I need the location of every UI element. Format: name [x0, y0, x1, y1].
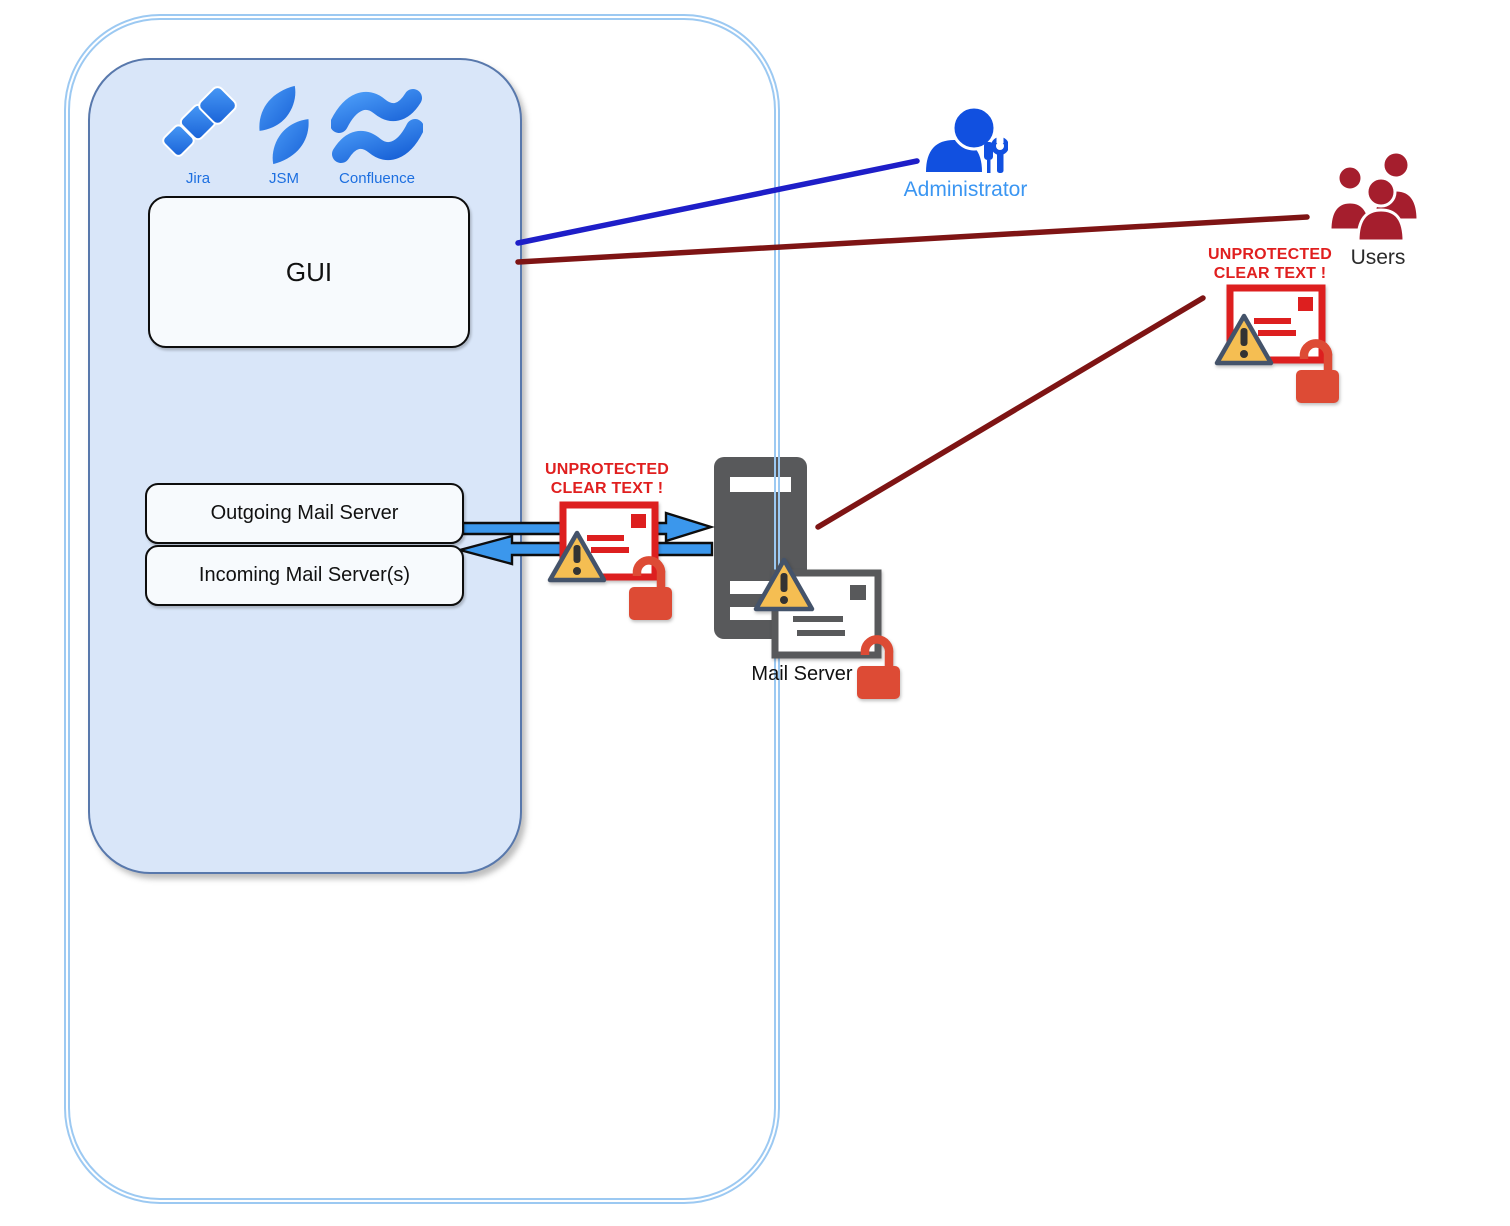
- warning-line: UNPROTECTED: [545, 461, 669, 478]
- incoming-mail-server-label: Incoming Mail Server(s): [198, 564, 411, 586]
- product-label: Jira: [185, 170, 211, 187]
- product-label: JSM: [269, 170, 299, 187]
- unprotected-mail-cluster: [753, 557, 900, 699]
- incoming-mail-server-node: Incoming Mail Server(s): [145, 545, 464, 606]
- actor-users: Users: [1322, 146, 1434, 270]
- open-lock-icon: [1296, 339, 1339, 403]
- users-icon: [1328, 150, 1420, 242]
- administrator-label: Administrator: [903, 178, 1028, 201]
- jira-logo-icon: [162, 86, 237, 157]
- connector-gui-administrator: [515, 158, 920, 246]
- confluence-logo-icon: [331, 89, 423, 163]
- product-jira: Jira: [152, 82, 244, 187]
- outgoing-mail-server-node: Outgoing Mail Server: [145, 483, 464, 544]
- product-jsm: JSM: [247, 82, 321, 187]
- gui-node: GUI: [148, 196, 470, 348]
- unprotected-mail-cluster: [1214, 284, 1339, 403]
- jsm-logo-icon: [259, 85, 309, 165]
- open-lock-icon: [857, 635, 900, 699]
- clear-text-warning: UNPROTECTED CLEAR TEXT !: [497, 461, 717, 498]
- warning-line: CLEAR TEXT !: [1213, 264, 1327, 282]
- product-confluence: Confluence: [331, 84, 423, 187]
- actor-administrator: Administrator: [898, 104, 1033, 202]
- clear-text-warning: UNPROTECTED CLEAR TEXT !: [1160, 246, 1380, 283]
- gui-label: GUI: [285, 256, 333, 287]
- administrator-icon: [925, 105, 1008, 173]
- product-label: Confluence: [339, 170, 415, 187]
- warning-line: CLEAR TEXT !: [550, 479, 664, 497]
- connector-mailserver-users: [815, 295, 1206, 530]
- warning-line: UNPROTECTED: [1208, 246, 1332, 263]
- warning-triangle-icon: [753, 557, 815, 612]
- warning-triangle-icon: [1214, 313, 1274, 366]
- unprotected-mail-cluster: [547, 501, 672, 620]
- outgoing-mail-server-label: Outgoing Mail Server: [210, 502, 399, 524]
- atlassian-application-panel: [88, 58, 522, 874]
- users-label: Users: [1350, 246, 1406, 269]
